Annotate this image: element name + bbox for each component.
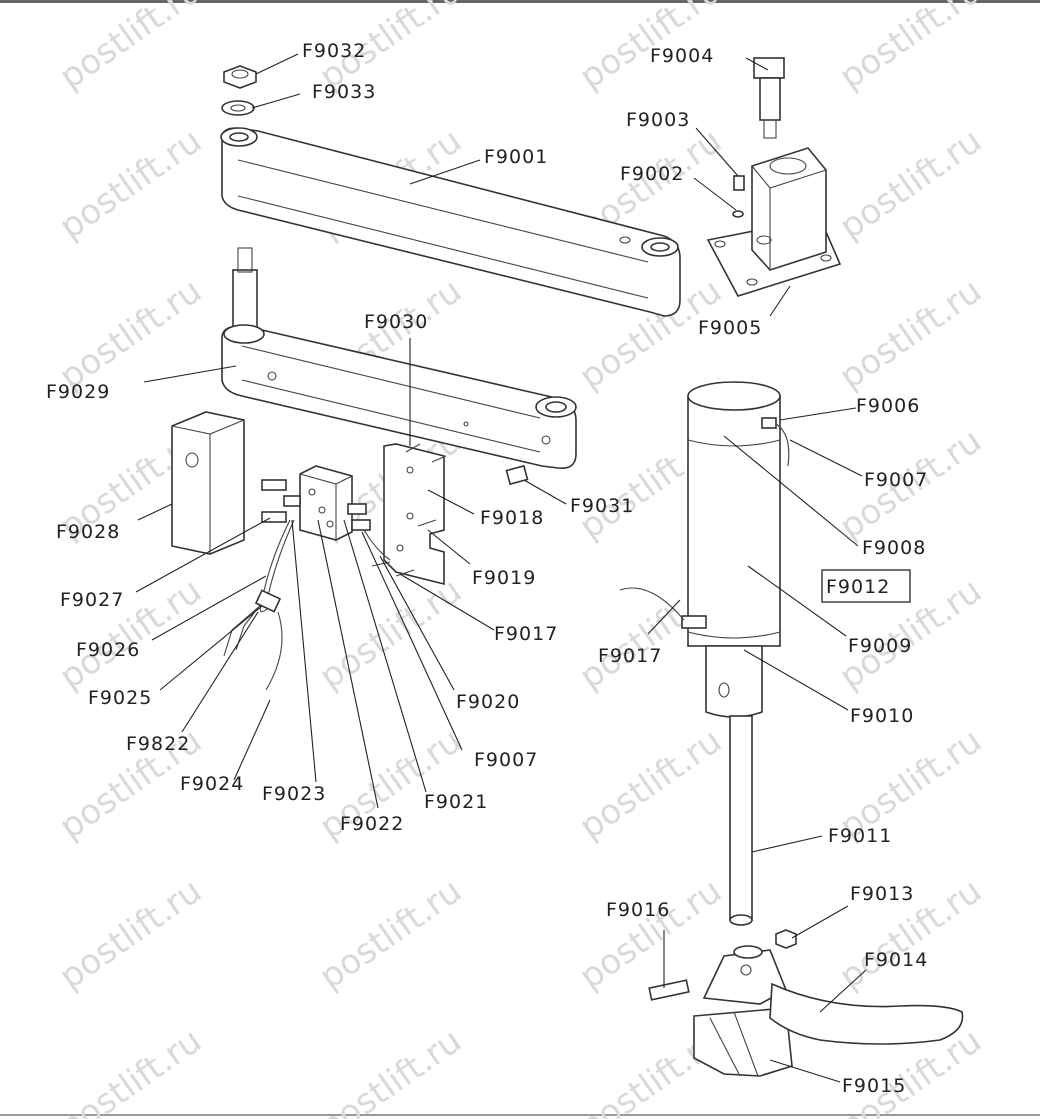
watermark-text: postlift.ru (832, 271, 989, 397)
label-F9011: F9011 (828, 825, 892, 847)
watermark-text: postlift.ru (52, 121, 209, 247)
pivot-pin-part (753, 57, 785, 139)
label-F9025: F9025 (88, 687, 152, 709)
label-F9026: F9026 (76, 639, 140, 661)
watermark-text: postlift.ru (52, 0, 209, 97)
label-F9003: F9003 (626, 109, 690, 131)
label-F9028: F9028 (56, 521, 120, 543)
label-F9032: F9032 (302, 40, 366, 62)
label-F9029: F9029 (46, 381, 110, 403)
watermark-text: postlift.ru (52, 271, 209, 397)
label-F9005: F9005 (698, 317, 762, 339)
leader-lines (135, 53, 867, 1083)
valve-block-part (299, 465, 353, 541)
watermark-text: postlift.ru (312, 871, 469, 997)
watermark-text: postlift.ru (312, 1021, 469, 1119)
watermark-text: postlift.ru (52, 1021, 209, 1119)
hoses-part (223, 519, 391, 691)
label-F9010: F9010 (850, 705, 914, 727)
label-F9008: F9008 (862, 537, 926, 559)
label-F9030: F9030 (364, 311, 428, 333)
label-F9004: F9004 (650, 45, 714, 67)
label-F9822: F9822 (126, 733, 190, 755)
nut-part (223, 65, 257, 89)
label-F9013: F9013 (850, 883, 914, 905)
label-F9012-box (821, 569, 911, 603)
label-F9006: F9006 (856, 395, 920, 417)
washer-part (221, 100, 255, 116)
mount-plate-part (383, 443, 445, 586)
label-F9033: F9033 (312, 81, 376, 103)
label-F9027: F9027 (60, 589, 124, 611)
bottom-border (0, 1114, 1040, 1116)
watermark-text: postlift.ru (832, 0, 989, 97)
air-cylinder-part (619, 381, 790, 926)
mount-bracket-part (706, 147, 842, 297)
label-F9017-left: F9017 (494, 623, 558, 645)
upper-arm-part (220, 127, 681, 317)
label-F9001: F9001 (484, 146, 548, 168)
label-F9023: F9023 (262, 783, 326, 805)
label-F9015: F9015 (842, 1075, 906, 1097)
watermark-text: postlift.ru (312, 571, 469, 697)
top-border (0, 0, 1040, 3)
label-F9009: F9009 (848, 635, 912, 657)
label-F9022: F9022 (340, 813, 404, 835)
label-F9019: F9019 (472, 567, 536, 589)
foot-valve-part (693, 945, 793, 1077)
label-F9031: F9031 (570, 495, 634, 517)
watermark-text: postlift.ru (52, 871, 209, 997)
watermark-text: postlift.ru (572, 721, 729, 847)
label-F9018: F9018 (480, 507, 544, 529)
fittings-part (261, 479, 371, 531)
label-F9012: F9012 (826, 576, 890, 598)
pedal-nut-part (775, 929, 797, 949)
watermark-text: postlift.ru (572, 871, 729, 997)
label-F9002: F9002 (620, 163, 684, 185)
label-F9014: F9014 (864, 949, 928, 971)
label-F9016: F9016 (606, 899, 670, 921)
part-labels: F9032 F9033 F9001 F9004 F9003 F9002 F900… (46, 40, 928, 1097)
watermark-text: postlift.ru (832, 121, 989, 247)
valve-cover-part (171, 411, 245, 555)
small-screws-part (371, 443, 447, 577)
label-F9024: F9024 (180, 773, 244, 795)
label-F9021: F9021 (424, 791, 488, 813)
label-F9017-right: F9017 (598, 645, 662, 667)
pedal-lever-part (769, 982, 964, 1045)
label-F9007-top: F9007 (864, 469, 928, 491)
label-F9007-bottom: F9007 (474, 749, 538, 771)
screw-part (732, 175, 745, 218)
label-F9020: F9020 (456, 691, 520, 713)
grub-screw-part (505, 464, 529, 486)
pedal-bolt-part (648, 979, 690, 1001)
lower-arm-part (221, 247, 577, 470)
